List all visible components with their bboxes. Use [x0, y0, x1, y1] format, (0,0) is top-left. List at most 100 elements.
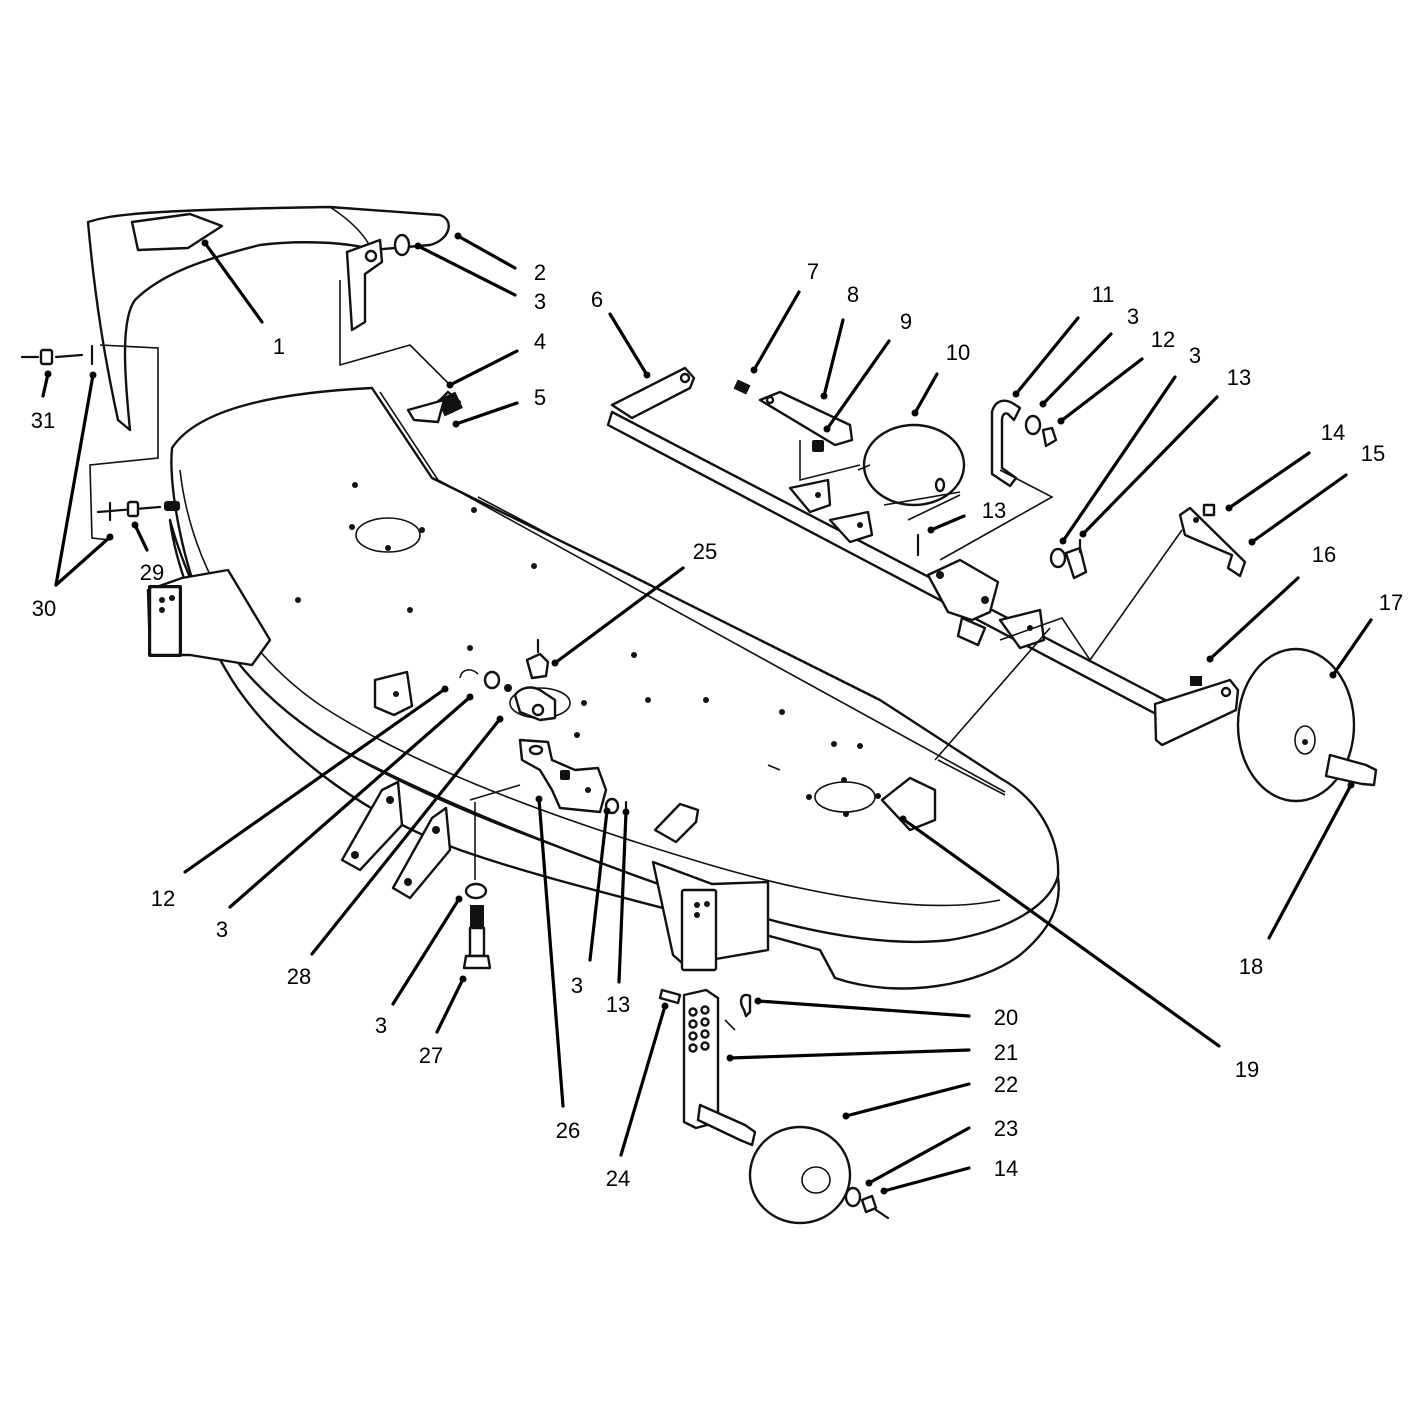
- callout-number: 1: [273, 334, 285, 359]
- callout-number: 17: [1379, 590, 1403, 615]
- hairpin-20: [739, 993, 752, 1018]
- belt-cover-edge-3: [937, 759, 1006, 796]
- callout-3: 3: [1059, 343, 1201, 545]
- callout-number: 19: [1235, 1057, 1259, 1082]
- callout-dot: [459, 975, 467, 983]
- callout-dot: [1248, 538, 1256, 546]
- callout-19: 19: [899, 815, 1259, 1082]
- callout-leader: [553, 566, 685, 665]
- callout-12: 12: [151, 685, 449, 911]
- callout-leader: [1014, 316, 1080, 396]
- callout-dot: [820, 392, 828, 400]
- callout-dot: [44, 370, 52, 378]
- callout-leader: [617, 810, 628, 984]
- callout-number: 11: [1092, 282, 1115, 307]
- callout-dot: [414, 242, 422, 250]
- callout-12: 12: [1057, 327, 1175, 425]
- callout-13: 13: [1079, 365, 1251, 538]
- callout-leader: [391, 897, 461, 1006]
- callout-number: 18: [1239, 954, 1263, 979]
- callout-number: 12: [151, 886, 175, 911]
- callout-number: 5: [534, 385, 546, 410]
- callout-leader: [228, 695, 472, 909]
- callout-dot: [1206, 655, 1214, 663]
- callout-10: 10: [911, 340, 970, 417]
- callout-number: 23: [994, 1116, 1018, 1141]
- washer-top: [393, 233, 411, 257]
- bracket-28: [513, 686, 557, 722]
- callout-number: 12: [1151, 327, 1175, 352]
- callout-leader: [728, 1048, 971, 1060]
- right-mount-plate: [680, 888, 718, 972]
- callouts-layer: 1234567891011312313131415161718192021222…: [31, 232, 1403, 1195]
- callout-leader: [537, 797, 565, 1108]
- shaft-collar: [956, 616, 987, 647]
- callout-dot: [865, 1179, 873, 1187]
- callout-dot: [452, 420, 460, 428]
- callout-13: 13: [927, 498, 1006, 534]
- callout-dot: [131, 521, 139, 529]
- callout-number: 24: [606, 1166, 630, 1191]
- belt-cover-shell: [86, 205, 450, 432]
- belt-cover: [86, 205, 463, 541]
- callout-number: 9: [900, 309, 912, 334]
- callout-25: 25: [551, 539, 717, 667]
- callout-number: 3: [1127, 304, 1139, 329]
- outline-bracket-10: [799, 440, 861, 482]
- callout-27: 27: [419, 975, 467, 1068]
- shaft-bracket-a: [788, 478, 832, 514]
- callout-dot: [643, 371, 651, 379]
- left-support-outline: [89, 344, 159, 541]
- lift-arm-left: [610, 366, 696, 420]
- callout-4: 4: [446, 329, 546, 389]
- callout-leader: [448, 349, 519, 387]
- callout-number: 28: [287, 964, 311, 989]
- callout-dot: [1057, 417, 1065, 425]
- callout-number: 13: [982, 498, 1006, 523]
- callout-leader: [1061, 375, 1177, 543]
- callout-30: 30: [32, 371, 97, 621]
- callout-16: 16: [1206, 542, 1336, 663]
- callout-dot: [466, 693, 474, 701]
- nut-14-caster: [860, 1194, 878, 1214]
- caster-arm-holes: [688, 1005, 710, 1053]
- callout-number: 10: [946, 340, 970, 365]
- callout-dot: [899, 815, 907, 823]
- ferrule-31: [39, 348, 54, 366]
- callout-dot: [496, 715, 504, 723]
- callout-number: 8: [847, 282, 859, 307]
- callout-number: 22: [994, 1072, 1018, 1097]
- callout-number: 4: [534, 329, 546, 354]
- callout-leader: [203, 241, 264, 324]
- callout-number: 21: [994, 1040, 1018, 1065]
- callout-leader: [822, 318, 845, 398]
- callout-number: 14: [994, 1156, 1018, 1181]
- callout-leader: [619, 1004, 667, 1157]
- callout-dot: [754, 997, 762, 1005]
- callout-20: 20: [754, 997, 1018, 1030]
- callout-8: 8: [820, 282, 859, 400]
- callout-21: 21: [726, 1040, 1018, 1065]
- callout-dot: [1012, 390, 1020, 398]
- nut-25: [525, 652, 550, 680]
- cover-bracket: [345, 238, 384, 332]
- shaft-bracket-c: [926, 558, 1000, 622]
- callout-leader: [1208, 576, 1300, 661]
- callout-24: 24: [606, 1002, 669, 1191]
- ferrule-29: [126, 500, 140, 518]
- callout-5: 5: [452, 385, 546, 428]
- deck-hanger-link-a: [340, 780, 404, 872]
- callout-leader: [416, 244, 517, 297]
- callout-9: 9: [823, 309, 912, 433]
- rear-wheel-17: [1236, 647, 1356, 803]
- callout-dot: [106, 533, 114, 541]
- callout-number: 15: [1361, 441, 1385, 466]
- cover-support-outline: [339, 280, 449, 384]
- callout-number: 2: [534, 260, 546, 285]
- callout-number: 25: [693, 539, 717, 564]
- callout-leader: [867, 1126, 971, 1185]
- callout-leader: [756, 999, 971, 1018]
- callout-dot: [441, 685, 449, 693]
- callout-leader: [1227, 451, 1311, 510]
